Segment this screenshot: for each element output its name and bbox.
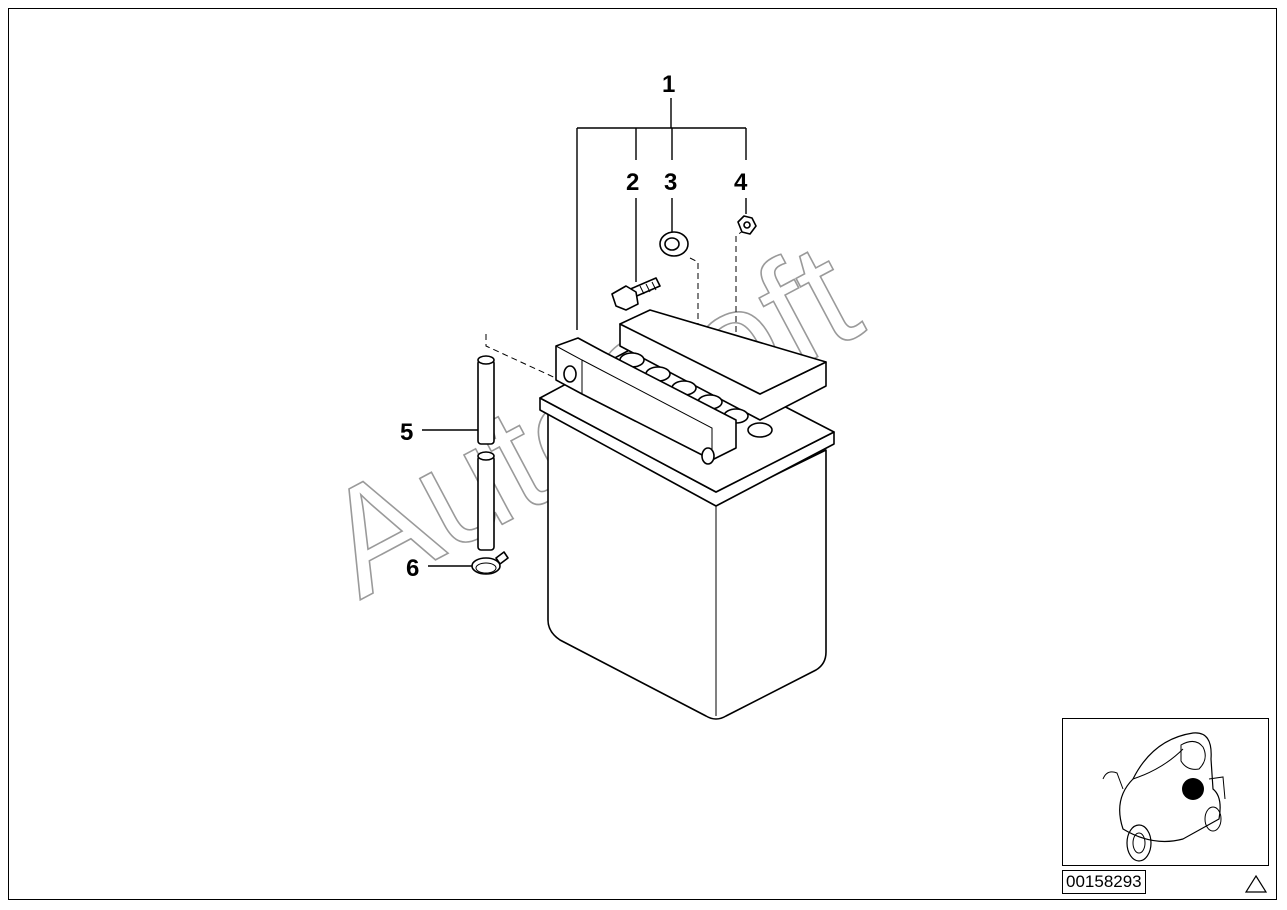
- washer-icon: [659, 231, 689, 257]
- callout-5: 5: [400, 419, 413, 446]
- callout-leaders: [422, 98, 747, 567]
- scooter-location-icon: [1102, 732, 1226, 862]
- vent-hose-icon: [477, 355, 495, 551]
- callout-6: 6: [406, 555, 419, 582]
- callout-3: 3: [664, 169, 677, 196]
- diagram-frame: [8, 8, 1277, 900]
- hose-clamp-icon: [471, 551, 509, 575]
- diagram-number: 00158293: [1062, 870, 1146, 894]
- callout-4: 4: [734, 169, 748, 196]
- battery-illustration: [539, 309, 835, 720]
- warning-triangle-icon: [1244, 874, 1268, 893]
- callout-labels: 1 2 3 4 5 6: [400, 71, 748, 582]
- callout-2: 2: [626, 169, 639, 196]
- bolt-icon: [611, 277, 661, 311]
- callout-1: 1: [662, 71, 675, 98]
- nut-icon: [737, 215, 757, 235]
- location-overview: [1062, 718, 1269, 866]
